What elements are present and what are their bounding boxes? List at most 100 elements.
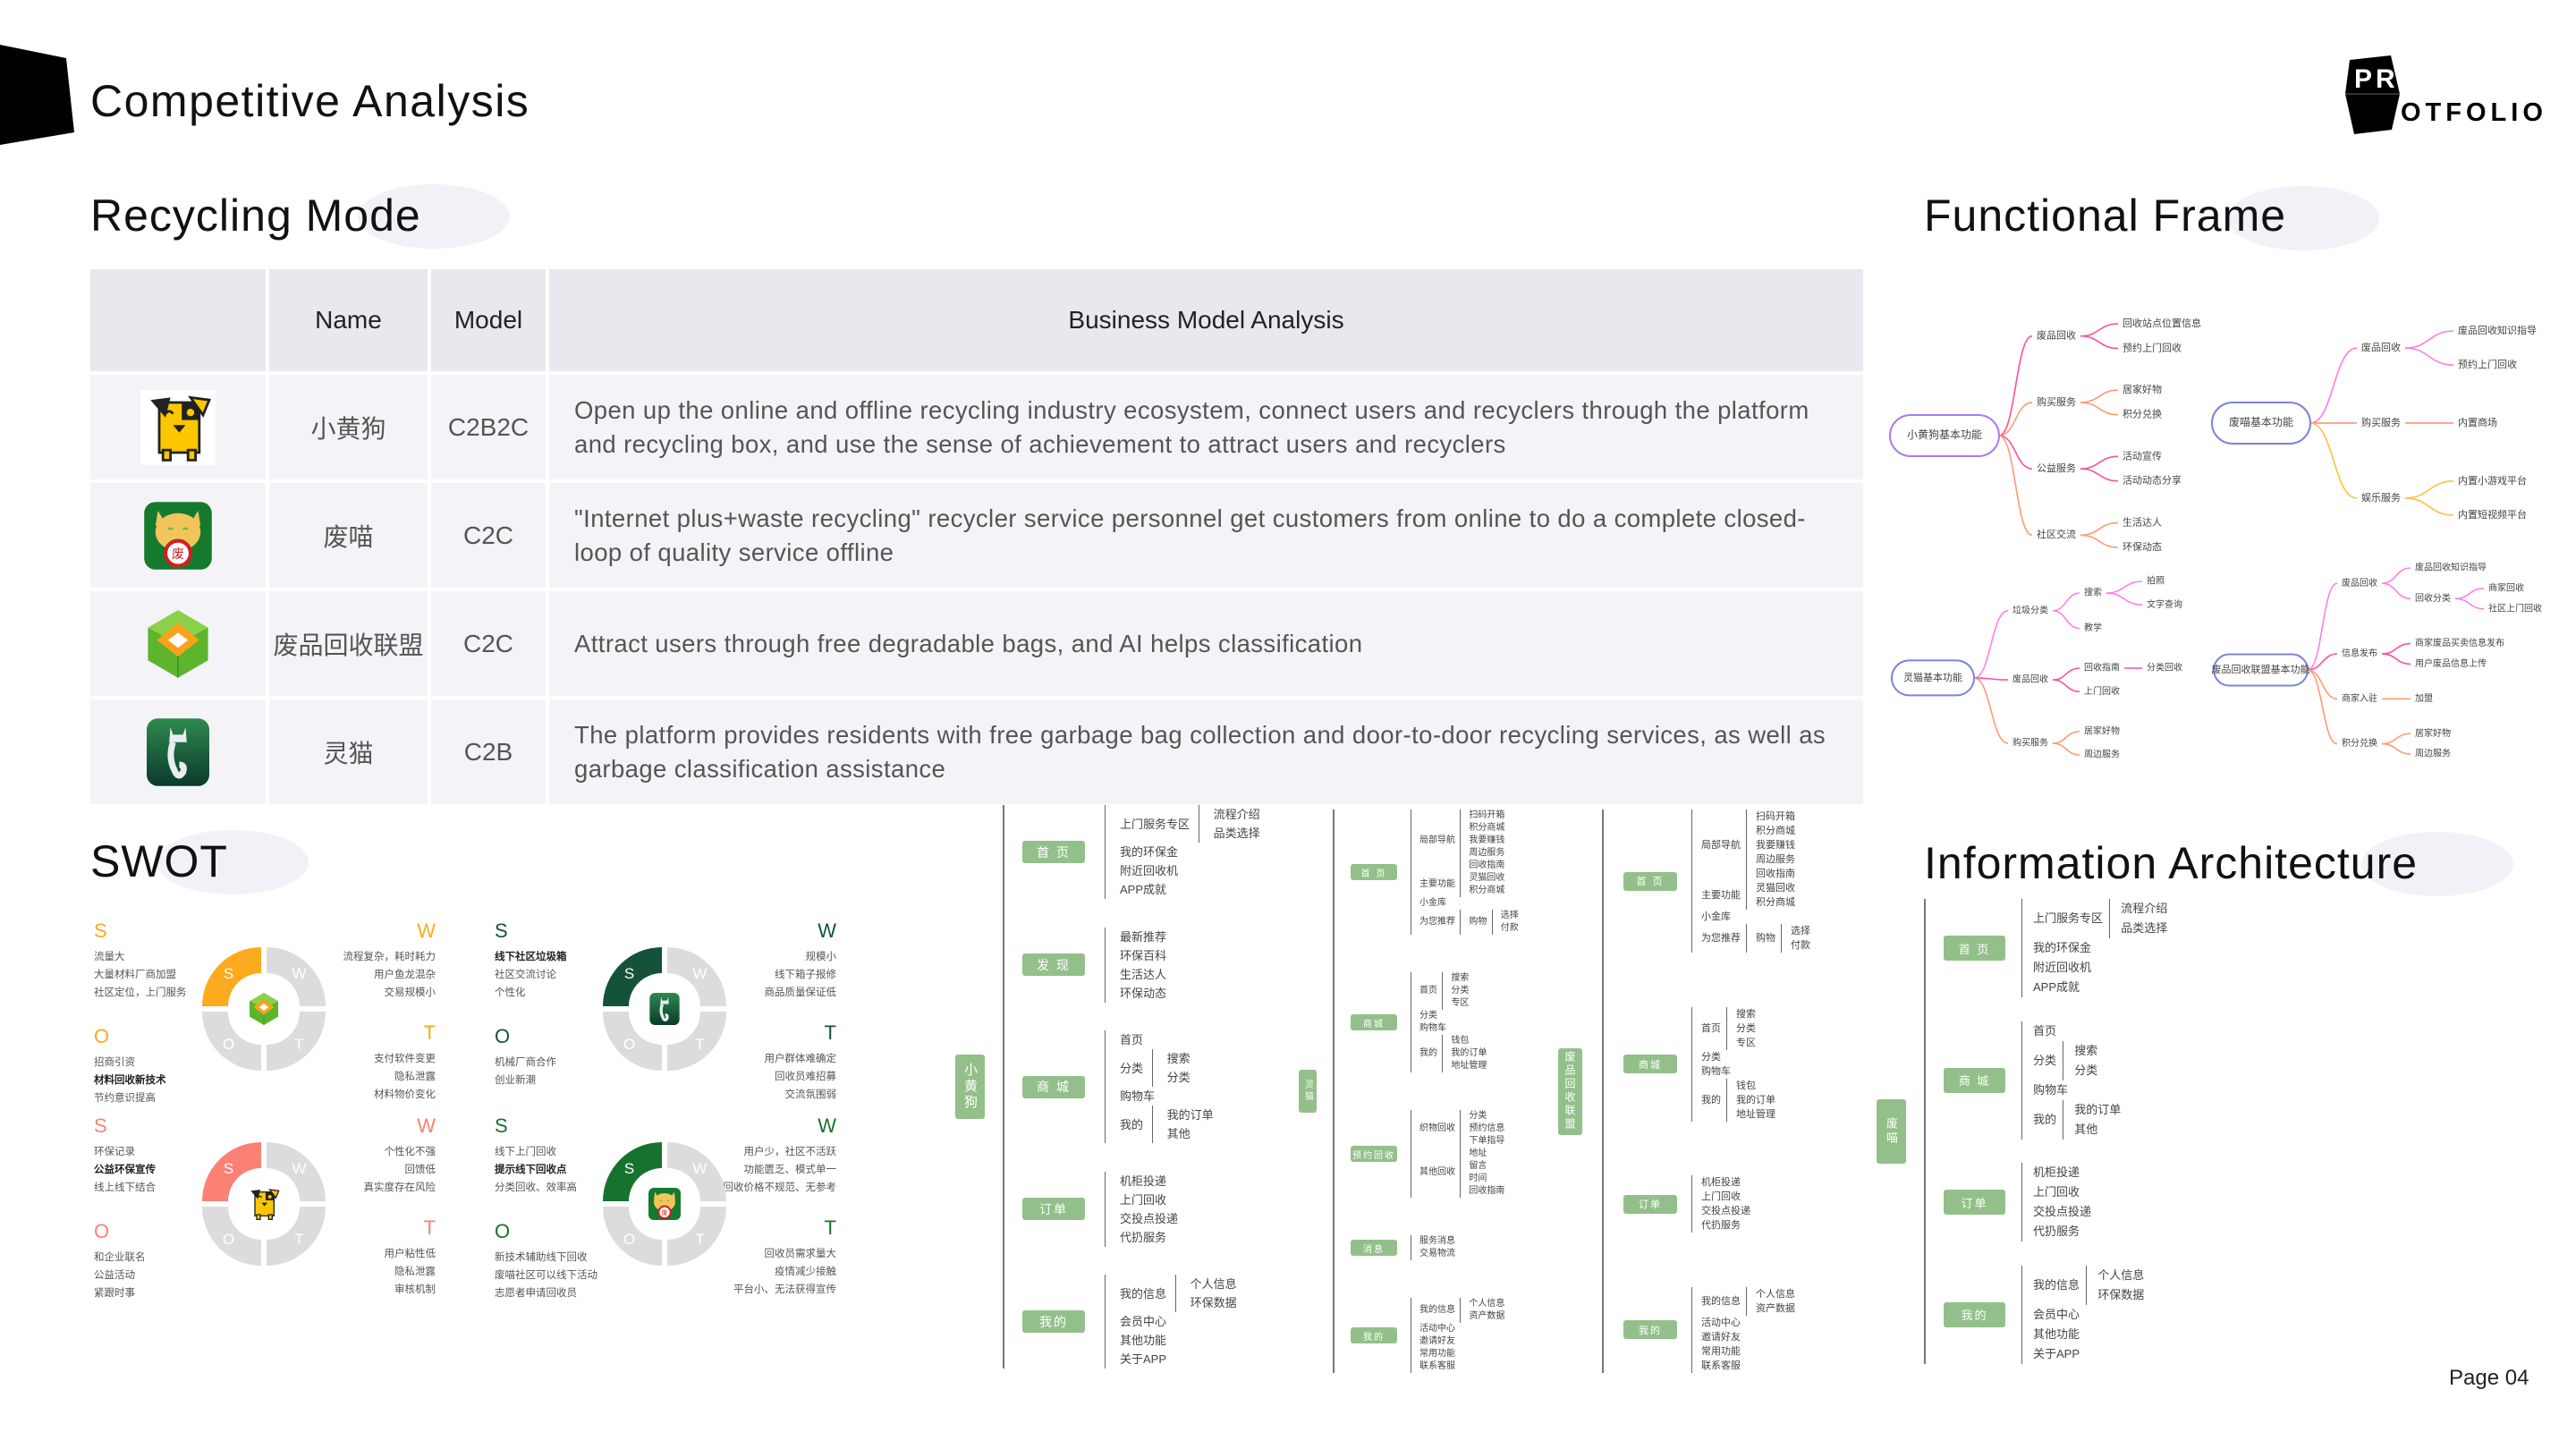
tree-item: 生活达人 xyxy=(1120,967,1167,981)
tree-item: 小金库 xyxy=(1419,898,1446,908)
mindmap-connector xyxy=(2309,422,2358,499)
mindmap-root-pill xyxy=(1891,659,1975,697)
tree-node: 个人信息 xyxy=(1469,1298,1504,1310)
swot-list-o: 机械厂商合作创业新潮 xyxy=(495,1054,556,1089)
mindmap-connector xyxy=(2381,742,2411,755)
tree-item: 局部导航 xyxy=(1701,840,1741,851)
tree-node: 生活达人 xyxy=(1120,965,1166,984)
tree-node: 我的我的信息个人信息环保数据会员中心其他功能关于APP xyxy=(1022,1275,1260,1368)
mindmap-connector xyxy=(2404,330,2454,349)
tree-item: 专区 xyxy=(1736,1037,1756,1048)
mindmap-node-label: 周边服务 xyxy=(2415,748,2451,759)
tree-item: 分类 xyxy=(1736,1022,1756,1034)
mindmap-connector xyxy=(2080,402,2119,416)
mindmap-root-pill xyxy=(2213,653,2309,687)
tree-item: 购物 xyxy=(1469,917,1487,927)
tree-node: 专区 xyxy=(1736,1036,1756,1050)
tree-item: 机柜投递 xyxy=(1701,1177,1741,1189)
business-analysis: Attract users through free degradable ba… xyxy=(549,591,1863,696)
tree-item: 购物车 xyxy=(1120,1089,1156,1103)
tree-item: 钱包 xyxy=(1736,1080,1756,1091)
mindmap-node-label: 回收指南 xyxy=(2084,662,2120,674)
tree-item: 周边服务 xyxy=(1469,848,1505,858)
mindmap-connectors xyxy=(2307,567,2485,755)
mindmap-connector xyxy=(2080,389,2119,403)
swot-quadrant-letter: O xyxy=(223,1036,234,1053)
swot-letter-t: T xyxy=(824,1021,836,1044)
tree-item: 回收指南 xyxy=(1469,1186,1505,1196)
tree-item: 分类 xyxy=(1120,1061,1144,1075)
tree-node: 我的我的信息个人信息资产数据活动中心邀请好友常用功能联系客服 xyxy=(1623,1286,1810,1373)
tree-node: 我的我的订单其他 xyxy=(2033,1099,2121,1140)
swot-item: 隐私泄露 xyxy=(394,1267,436,1277)
tree-item: 上门回收 xyxy=(1701,1191,1741,1203)
tree-item: 流程介绍 xyxy=(2121,902,2168,915)
swot-quadrant-letter: O xyxy=(623,1231,635,1248)
mindmap-node-label: 居家好物 xyxy=(2123,383,2162,395)
tree-item: 我的订单 xyxy=(1451,1048,1487,1058)
tree-item: 机柜投递 xyxy=(2033,1165,2080,1180)
section-title-recycling-mode: Recycling Mode xyxy=(90,191,421,241)
mindmap-connector xyxy=(2381,733,2411,745)
mindmap-node-label: 拍照 xyxy=(2147,575,2165,587)
mindmap-node-label: 社区交流 xyxy=(2037,528,2076,540)
swot-quadrant-letter: S xyxy=(224,965,233,982)
swot-quadrant-letter: T xyxy=(695,1231,704,1248)
tree-node: 局部导航扫码开箱积分商城我要赚钱周边服务回收指南 xyxy=(1419,809,1519,872)
tree-item: 下单指导 xyxy=(1469,1136,1505,1146)
tree-item: 选择 xyxy=(1791,926,1810,936)
business-model: C2C xyxy=(431,591,546,696)
tree-node: 我的我的订单其他 xyxy=(1120,1106,1214,1143)
tree-node: 商 城首页分类搜索分类购物车我的我的订单其他 xyxy=(1944,1021,2167,1140)
title-bubble xyxy=(157,830,309,894)
tree-node: 搜索 xyxy=(1167,1049,1191,1068)
tree-node: 灵猫回收 xyxy=(1756,881,1795,895)
swot-quadrant-s xyxy=(202,947,261,1006)
tree-item: 我的环保金 xyxy=(1120,845,1179,859)
tree-node: 分类 xyxy=(1701,1050,1775,1064)
tree-children: 机柜投递上门回收交投点投递代扔服务 xyxy=(1691,1175,1750,1233)
tree-item: 联系客服 xyxy=(1701,1360,1741,1371)
tree-node: 主要功能灵猫回收积分商城 xyxy=(1701,881,1810,910)
tree-item: 积分商城 xyxy=(1469,823,1505,833)
tree-item: 交易物流 xyxy=(1419,1249,1455,1258)
tree-item: 环保百科 xyxy=(1120,948,1167,962)
tree-item: 首页 xyxy=(2033,1023,2057,1038)
tree-node: 我的环保金 xyxy=(2033,938,2167,958)
tree-category-box: 首 页 xyxy=(1351,864,1397,880)
tree-node: 会员中心 xyxy=(2033,1305,2144,1325)
tree-item: 其他功能 xyxy=(1120,1334,1167,1347)
mindmap-connector xyxy=(2052,730,2080,744)
swot-item: 废喵社区可以线下活动 xyxy=(495,1270,597,1281)
mindmap-connector xyxy=(2381,642,2411,655)
swot-item: 招商引资 xyxy=(94,1057,135,1068)
mindmap-node-label: 垃圾分类 xyxy=(2012,604,2048,615)
swot-quadrant-letter: O xyxy=(623,1036,635,1053)
tree-node: 机柜投递 xyxy=(1120,1172,1178,1191)
mindmap: 废品回收联盟基本功能废品回收废品回收知识指导回收分类商家回收社区上门回收信息发布… xyxy=(2212,562,2543,759)
business-analysis: The platform provides residents with fre… xyxy=(549,699,1863,804)
tree-children: 个人信息环保数据 xyxy=(2086,1265,2144,1305)
tree-node: 附近回收机 xyxy=(2033,958,2167,978)
swot-letter-w: W xyxy=(818,1114,836,1137)
tree-item: 主要功能 xyxy=(1419,879,1455,889)
tree-node: 其他 xyxy=(1167,1124,1214,1143)
tree-node: 关于APP xyxy=(1120,1350,1237,1368)
swot-item: 平台小、无法获得宣传 xyxy=(733,1284,836,1295)
business-analysis-text: Open up the online and offline recycling… xyxy=(574,395,1809,458)
tree-node: 主要功能灵猫回收积分商城 xyxy=(1419,872,1519,897)
tree-node: 流程介绍 xyxy=(2121,899,2167,919)
tree-node: 购物车 xyxy=(1120,1087,1214,1106)
swot-quadrant-w xyxy=(667,1142,726,1201)
swot-quadrant-letter: T xyxy=(294,1036,303,1053)
swot-quadrant-t xyxy=(267,1207,326,1266)
tree-node: 扫码开箱 xyxy=(1756,809,1795,824)
tree-item: 购物车 xyxy=(2033,1082,2069,1097)
tree-node: 代扔服务 xyxy=(1701,1218,1750,1233)
tree-level1-list: 首 页局部导航扫码开箱积分商城我要赚钱周边服务回收指南主要功能灵猫回收积分商城小… xyxy=(1602,809,1810,1373)
swot-item: 公益环保宣传 xyxy=(94,1165,156,1175)
app-name: 废喵 xyxy=(269,483,428,588)
tree-item: 留言 xyxy=(1469,1161,1487,1171)
mindmap-connector xyxy=(2307,669,2338,700)
